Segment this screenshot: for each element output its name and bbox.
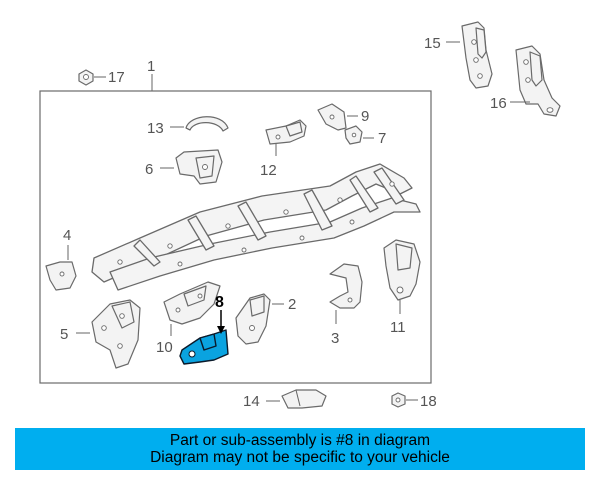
callout-17[interactable]: 17 [108,69,125,86]
frame-assembly[interactable] [91,163,421,291]
part-11[interactable] [383,239,421,301]
assembly-box [39,90,432,384]
part-2[interactable] [235,293,271,345]
banner-line-1: Part or sub-assembly is #8 in diagram [169,432,431,449]
part-14[interactable] [281,389,327,409]
part-13[interactable] [185,116,229,132]
part-4[interactable] [45,261,77,291]
banner-line-2: Diagram may not be specific to your vehi… [150,449,450,466]
callout-8[interactable]: 8 [215,294,224,311]
part-9[interactable] [317,103,347,131]
part-8[interactable] [179,329,229,365]
part-15[interactable] [461,21,493,89]
part-5[interactable] [91,299,141,369]
callout-5[interactable]: 5 [60,326,68,343]
callout-14[interactable]: 14 [243,393,260,410]
callout-10[interactable]: 10 [156,339,173,356]
callout-2[interactable]: 2 [288,296,296,313]
part-17[interactable] [78,69,94,86]
callout-15[interactable]: 15 [424,35,441,52]
callout-4[interactable]: 4 [63,227,71,244]
part-18[interactable] [391,392,406,408]
part-3[interactable] [329,263,363,309]
part-12[interactable] [265,119,307,145]
callout-12[interactable]: 12 [260,162,277,179]
part-10[interactable] [163,281,221,325]
info-banner: Part or sub-assembly is #8 in diagram Di… [15,428,585,470]
callout-16[interactable]: 16 [490,95,507,112]
callout-11[interactable]: 11 [390,319,406,336]
part-6[interactable] [175,149,223,185]
callout-18[interactable]: 18 [420,393,437,410]
callout-7[interactable]: 7 [378,130,386,147]
callout-6[interactable]: 6 [145,161,153,178]
callout-13[interactable]: 13 [147,120,164,137]
callout-9[interactable]: 9 [361,108,369,125]
part-16[interactable] [515,45,561,117]
part-7[interactable] [344,125,363,145]
callout-3[interactable]: 3 [331,330,339,347]
callout-1[interactable]: 1 [147,58,155,75]
